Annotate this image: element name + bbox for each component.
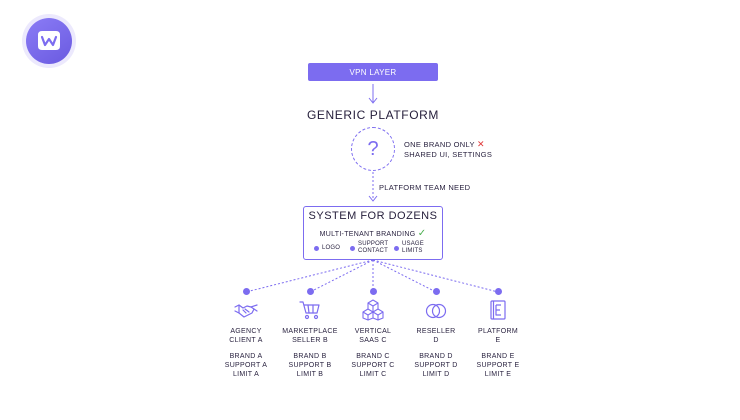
question-mark-icon: ? <box>367 137 379 160</box>
bullet-dot <box>394 245 399 251</box>
feature-support-contact: SUPPORT CONTACT <box>350 241 388 255</box>
client-branding: BRAND B SUPPORT B LIMIT B <box>288 353 332 378</box>
client-node-dot <box>369 288 377 295</box>
client-reseller-d: RESELLER D BRAND D SUPPORT D LIMIT D <box>401 288 471 379</box>
generic-platform-title: GENERIC PLATFORM <box>306 108 440 122</box>
vpn-layer-box: VPN LAYER <box>308 63 438 81</box>
client-name: RESELLER D <box>416 328 456 344</box>
client-node-dot <box>432 288 440 295</box>
client-branding: BRAND A SUPPORT A LIMIT A <box>224 353 268 378</box>
client-name: VERTICAL SAAS C <box>354 328 392 344</box>
platform-team-need-label: PLATFORM TEAM NEED <box>379 183 471 192</box>
platform-letter-icon <box>490 300 506 320</box>
bullet-dot <box>350 245 355 251</box>
system-subtitle: MULTI-TENANT BRANDING ✓ <box>319 228 427 239</box>
client-vertical-saas-c: VERTICAL SAAS C BRAND C SUPPORT C LIMIT … <box>338 288 408 379</box>
client-branding: BRAND E SUPPORT E LIMIT E <box>476 353 520 378</box>
brand-logo <box>26 18 72 64</box>
client-name: PLATFORM E <box>478 328 518 344</box>
system-title: SYSTEM FOR DOZENS <box>308 210 438 222</box>
problem-note-1: ONE BRAND ONLY ✕ <box>404 139 485 149</box>
cart-icon <box>299 301 320 320</box>
bullet-dot <box>314 246 319 251</box>
handshake-icon <box>234 304 258 318</box>
problem-notes: ONE BRAND ONLY ✕ SHARED UI, SETTINGS <box>404 139 492 160</box>
vpn-layer-label: VPN LAYER <box>349 67 397 77</box>
client-agency-a: AGENCY CLIENT A BRAND A SUPPORT A LIMIT … <box>211 288 281 379</box>
client-node-dot <box>242 288 250 295</box>
check-icon: ✓ <box>417 228 427 239</box>
cubes-icon <box>362 299 384 321</box>
client-branding: BRAND C SUPPORT C LIMIT C <box>351 353 395 378</box>
feature-logo: LOGO <box>314 245 340 252</box>
system-fanout-connectors <box>245 259 499 293</box>
client-platform-e: PLATFORM E BRAND E SUPPORT E LIMIT E <box>463 288 533 379</box>
arrowhead-icon <box>368 97 378 104</box>
feature-usage-limits: USAGE LIMITS <box>394 241 424 255</box>
client-node-dot <box>306 288 314 295</box>
cross-icon: ✕ <box>477 139 485 149</box>
client-node-dot <box>494 288 502 295</box>
client-branding: BRAND D SUPPORT D LIMIT D <box>414 353 458 378</box>
question-circle: ? <box>351 127 395 171</box>
client-name: AGENCY CLIENT A <box>229 328 263 344</box>
wallet-logo-icon <box>38 31 60 50</box>
problem-note-2: SHARED UI, SETTINGS <box>404 150 493 159</box>
client-name: MARKETPLACE SELLER B <box>282 328 338 344</box>
arrowhead-icon <box>368 195 378 202</box>
client-marketplace-b: MARKETPLACE SELLER B BRAND B SUPPORT B L… <box>275 288 345 379</box>
rings-icon <box>425 303 447 319</box>
system-for-dozens-box: SYSTEM FOR DOZENS MULTI-TENANT BRANDING … <box>303 206 443 260</box>
